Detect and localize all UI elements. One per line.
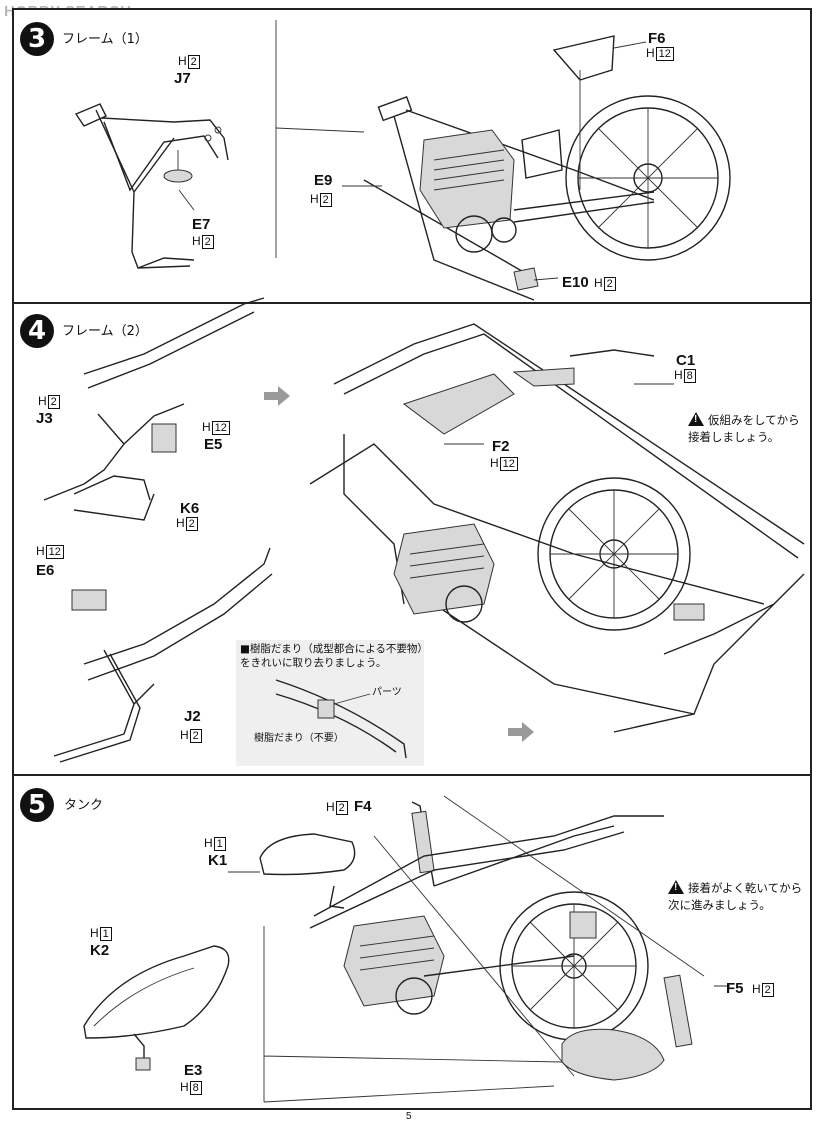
step-title: タンク — [64, 798, 104, 813]
frame-assembly-illustration — [43, 297, 805, 766]
part-label-j3: J3 — [36, 410, 53, 427]
part-label-f4: F4 — [354, 798, 372, 815]
part-label-e9: E9 — [314, 172, 333, 189]
warning-note: 接着がよく乾いてから 次に進みましょう。 — [668, 880, 802, 914]
step-title: フレーム（1） — [62, 32, 148, 47]
warning-icon — [668, 880, 684, 894]
step-number: 4 — [20, 314, 54, 348]
part-label-f2: F2 — [492, 438, 510, 455]
page-number: 5 — [406, 1111, 412, 1122]
step-title: フレーム（2） — [62, 324, 148, 339]
frame-j7-illustration — [74, 20, 731, 301]
callout-part-label: パーツ — [372, 687, 402, 698]
part-label-e7: E7 — [192, 216, 211, 233]
step-number: 3 — [20, 22, 54, 56]
part-label-j7: J7 — [174, 70, 191, 87]
callout-resin-label: 樹脂だまり（不要） — [254, 733, 344, 744]
step-number: 5 — [20, 788, 54, 822]
part-label-c1: C1 — [676, 352, 696, 369]
part-label-j2: J2 — [184, 708, 201, 725]
part-label-k1: K1 — [208, 852, 228, 869]
part-label-k2: K2 — [90, 942, 110, 959]
resin-callout-title: ■樹脂だまり（成型都合による不要物）をきれいに取り去りましょう。 — [240, 643, 428, 669]
step-4-panel: 4 フレーム（2） — [12, 297, 812, 776]
part-label-f5: F5 — [726, 980, 744, 997]
part-label-f6: F6 — [648, 30, 666, 47]
part-label-k6: K6 — [180, 500, 200, 517]
part-label-e6: E6 — [36, 562, 55, 579]
part-label-e3: E3 — [184, 1062, 203, 1079]
warning-icon — [688, 412, 704, 426]
warning-note: 仮組みをしてから 接着しましょう。 — [688, 412, 800, 446]
tank-assembly-illustration — [83, 795, 730, 1103]
part-label-e10: E10 — [562, 274, 589, 291]
part-label-e5: E5 — [204, 436, 223, 453]
